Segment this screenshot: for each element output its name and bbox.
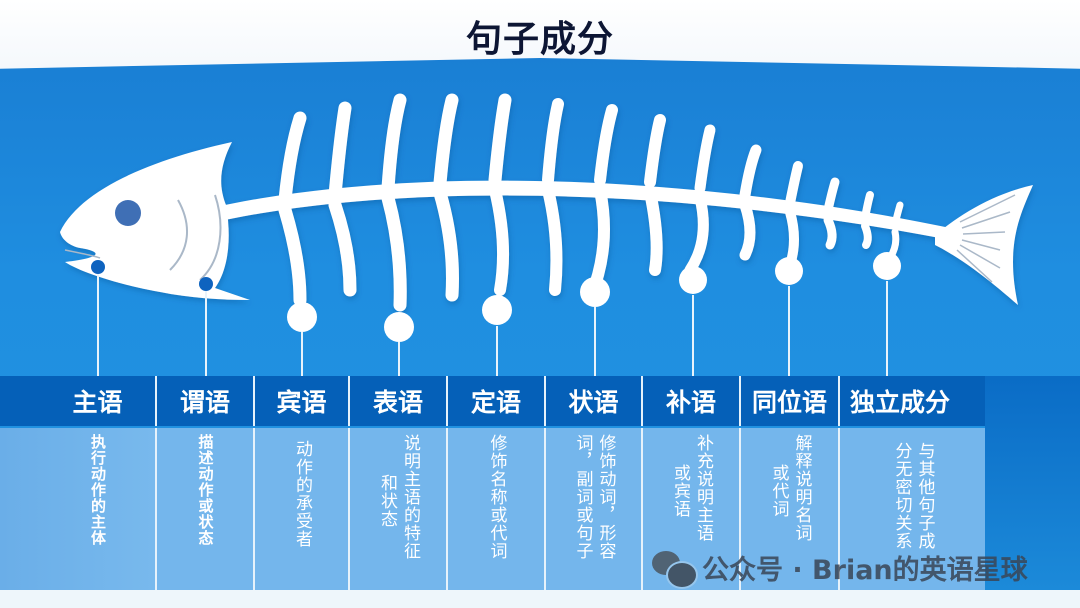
- desc-text: 动作的承受者: [292, 440, 312, 548]
- desc-text: 执行动作的主体: [89, 434, 107, 546]
- desc-cell-attributive: 修饰名称或代词: [448, 428, 546, 590]
- desc-text: 补充说明主语: [693, 434, 713, 542]
- desc-text: 解释说明名词: [791, 434, 812, 542]
- desc-text: 或宾语: [670, 464, 690, 518]
- desc-text: 词，副词或句子: [572, 434, 593, 560]
- header-cell-attributive: 定语: [448, 376, 546, 426]
- desc-cell-independent: 与其他句子成 分无密切关系: [840, 428, 985, 590]
- header-label: 状语: [568, 388, 619, 417]
- desc-cell-subject: 执行动作的主体: [0, 428, 157, 590]
- header-cell-object: 宾语: [255, 376, 350, 426]
- header-cell-adverbial: 状语: [546, 376, 643, 426]
- fish-skeleton-diagram: [60, 93, 1033, 376]
- desc-text: 分无密切关系: [891, 442, 912, 550]
- bottom-strip: [0, 590, 1080, 608]
- desc-text: 描述动作或状态: [196, 434, 215, 546]
- header-cell-independent: 独立成分: [840, 376, 985, 426]
- header-label: 定语: [470, 388, 521, 417]
- desc-text: 和状态: [377, 474, 397, 528]
- header-label: 补语: [665, 388, 716, 417]
- header-cell-complement: 补语: [643, 376, 741, 426]
- watermark-text: 公众号 · Brian的英语星球: [702, 555, 1028, 586]
- header-label: 独立成分: [850, 388, 951, 417]
- desc-cell-predicate: 描述动作或状态: [157, 428, 255, 590]
- wechat-icon: [652, 550, 698, 589]
- desc-cell-predicative: 说明主语的特征 和状态: [350, 428, 448, 590]
- page-title: 句子成分: [465, 19, 614, 60]
- desc-text: 修饰动词，形容: [595, 434, 616, 560]
- header-label: 宾语: [276, 388, 327, 417]
- header-label: 表语: [372, 388, 423, 417]
- table-filler: [985, 376, 1080, 590]
- desc-cell-adverbial: 修饰动词，形容 词，副词或句子: [546, 428, 643, 590]
- fish-eye: [115, 200, 141, 226]
- header-cell-subject: 主语: [0, 376, 157, 426]
- header-label: 主语: [72, 388, 123, 417]
- header-label: 同位语: [751, 388, 827, 417]
- fish-spine: [225, 180, 960, 242]
- desc-cell-appositive: 解释说明名词 或代词: [741, 428, 840, 590]
- header-cell-predicate: 谓语: [157, 376, 255, 426]
- watermark: 公众号 · Brian的英语星球: [652, 548, 1028, 589]
- desc-cell-object: 动作的承受者: [255, 428, 350, 590]
- desc-text: 修饰名称或代词: [486, 434, 507, 560]
- header-cell-predicative: 表语: [350, 376, 448, 426]
- desc-text: 或代词: [768, 464, 789, 518]
- header-cell-appositive: 同位语: [741, 376, 840, 426]
- fish-head: [60, 142, 250, 300]
- desc-text: 说明主语的特征: [400, 434, 420, 560]
- fish-tail: [935, 185, 1033, 305]
- desc-text: 与其他句子成: [914, 442, 935, 550]
- header-label: 谓语: [179, 388, 230, 417]
